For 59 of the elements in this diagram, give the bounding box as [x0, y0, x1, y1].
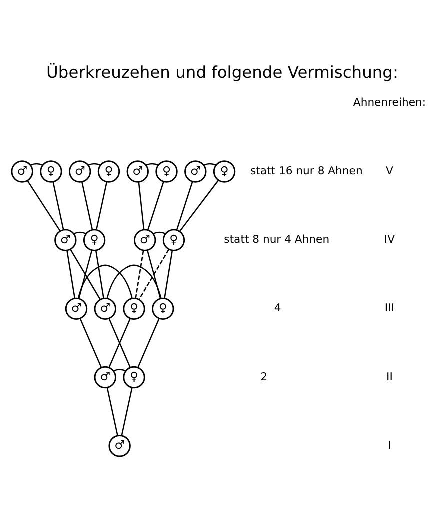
connector — [147, 182, 164, 230]
connector — [138, 318, 160, 368]
node-circle: ♀ — [98, 160, 120, 183]
node-circle: ♂ — [94, 366, 116, 389]
connector — [66, 250, 76, 299]
connector — [138, 249, 170, 300]
connector — [164, 250, 174, 299]
connector — [52, 182, 64, 230]
connector — [135, 250, 144, 299]
connector — [78, 264, 133, 299]
label: Ahnenreihen: — [353, 96, 426, 109]
connector — [204, 163, 217, 166]
node-circle: ♂ — [94, 298, 116, 320]
connector — [106, 264, 162, 299]
node-circle: ♂ — [65, 298, 88, 320]
connector — [138, 182, 145, 230]
node-circle: ♂ — [126, 160, 149, 183]
node-circle: ♂ — [184, 160, 207, 183]
connector — [179, 180, 220, 232]
node-circle: ♀ — [213, 160, 236, 183]
connector — [78, 250, 93, 299]
node-circle: ♀ — [156, 160, 178, 183]
label: 4 — [274, 302, 282, 315]
connector — [121, 388, 133, 436]
node-circle: ♂ — [11, 160, 34, 183]
connector — [147, 250, 162, 299]
node-circle: ♀ — [123, 366, 146, 389]
connector — [74, 232, 87, 235]
connector — [88, 163, 101, 166]
label: I — [388, 438, 392, 452]
node-circle: ♀ — [123, 298, 146, 320]
label: 2 — [260, 370, 268, 384]
node-circle: ♂ — [69, 160, 92, 183]
node-circle: ♂ — [108, 435, 131, 458]
node-circle: ♂ — [54, 229, 77, 252]
connector — [96, 182, 108, 230]
connector — [114, 369, 126, 372]
label: V — [386, 164, 394, 178]
connector — [146, 163, 159, 166]
label: statt 16 nur 8 Ahnen — [250, 164, 363, 178]
node-circle: ♀ — [152, 298, 174, 320]
connector — [106, 388, 118, 436]
connector — [176, 182, 194, 230]
node-circle: ♀ — [40, 160, 62, 183]
connector — [153, 232, 166, 235]
connector — [82, 182, 94, 230]
node-circle: ♂ — [134, 229, 156, 252]
node-circle: ♀ — [162, 229, 186, 252]
diagram-title: Überkreuzehen und folgende Vermischung: — [46, 63, 398, 82]
label: III — [384, 302, 395, 315]
label: II — [386, 370, 393, 384]
connector — [30, 163, 44, 166]
connector — [27, 180, 61, 232]
label: statt 8 nur 4 Ahnen — [224, 233, 330, 246]
connector — [70, 249, 101, 300]
connector — [95, 250, 104, 299]
node-circle: ♀ — [83, 229, 106, 252]
connector — [80, 318, 102, 368]
label: IV — [384, 233, 396, 246]
